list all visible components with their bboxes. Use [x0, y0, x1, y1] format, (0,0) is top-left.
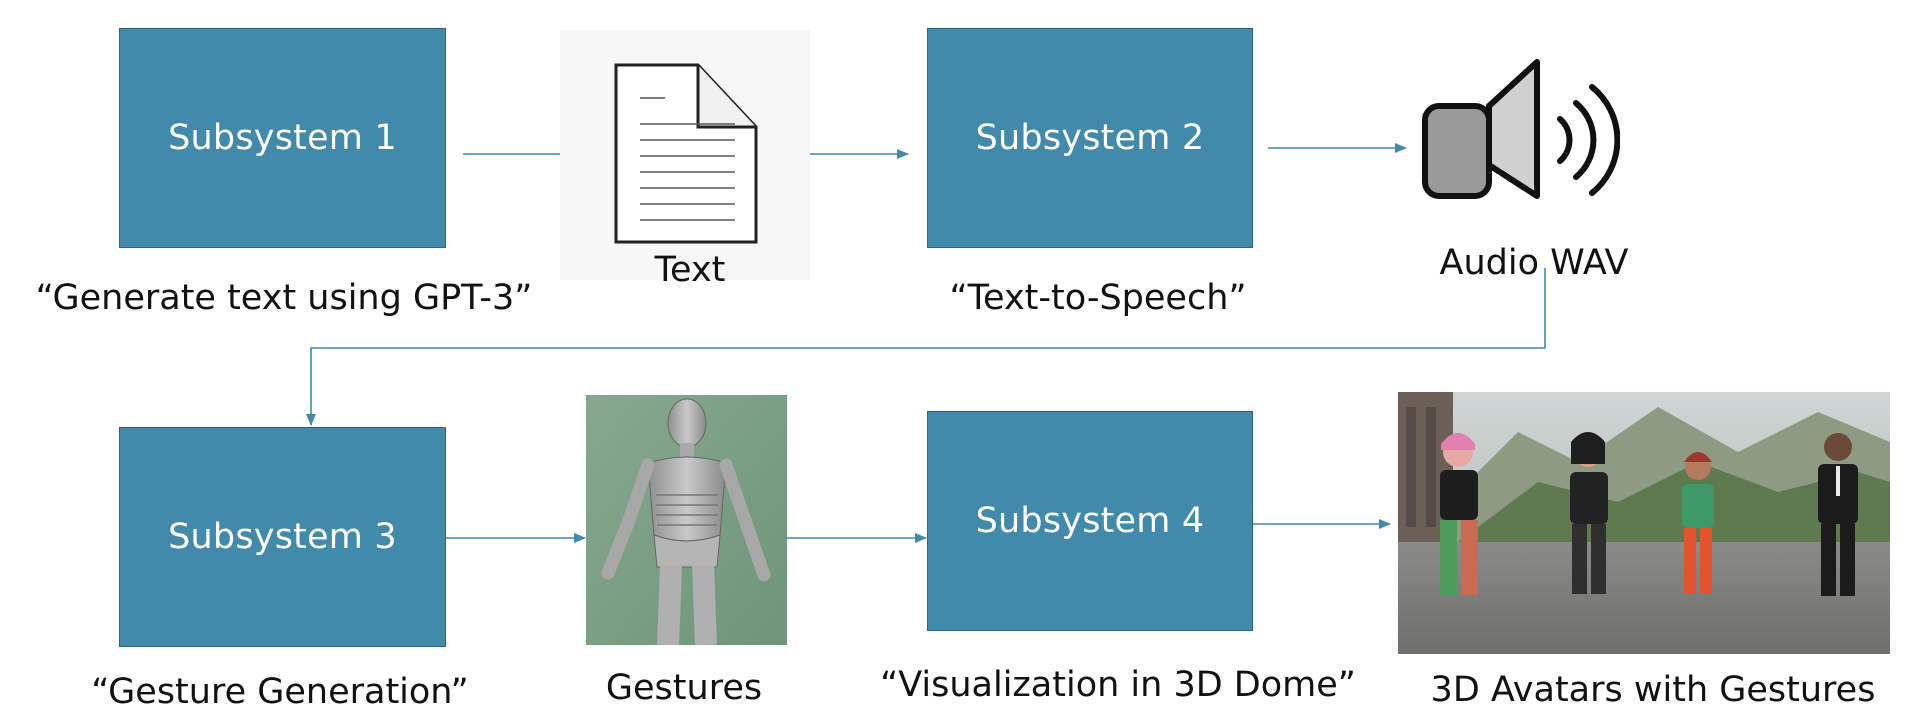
avatars-label: 3D Avatars with Gestures: [1430, 670, 1876, 710]
subsystem-4-caption: “Visualization in 3D Dome”: [880, 665, 1356, 705]
avatars-scene-image: [1398, 392, 1890, 654]
subsystem-3-title: Subsystem 3: [168, 517, 397, 557]
mannequin-image: [586, 395, 787, 645]
subsystem-1-caption: “Generate text using GPT-3”: [35, 278, 533, 318]
speaker-icon: [1420, 55, 1620, 215]
subsystem-4-box: Subsystem 4: [927, 411, 1253, 631]
subsystem-4-title: Subsystem 4: [975, 501, 1205, 541]
subsystem-1-box: Subsystem 1: [119, 28, 446, 248]
gestures-label: Gestures: [605, 668, 763, 708]
audio-label: Audio WAV: [1439, 243, 1629, 283]
subsystem-2-box: Subsystem 2: [927, 28, 1253, 248]
subsystem-3-box: Subsystem 3: [119, 427, 446, 647]
subsystem-2-title: Subsystem 2: [975, 118, 1205, 158]
document-icon: [560, 30, 810, 280]
subsystem-1-title: Subsystem 1: [168, 118, 397, 158]
subsystem-2-caption: “Text-to-Speech”: [949, 278, 1247, 318]
text-label: Text: [654, 250, 726, 290]
subsystem-3-caption: “Gesture Generation”: [91, 672, 469, 712]
arrow-audio-to-subsystem3: [306, 268, 1546, 426]
